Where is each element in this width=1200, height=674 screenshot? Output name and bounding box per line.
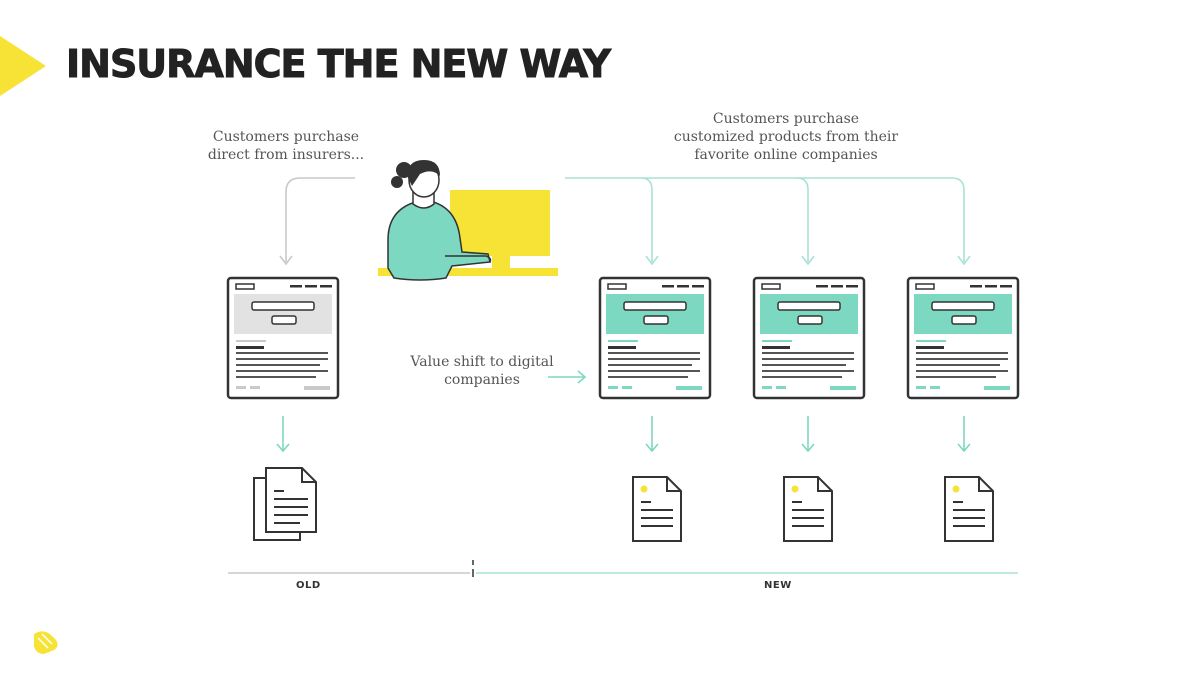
- down-arrows: [276, 416, 971, 453]
- caption-new-channel: Customers purchase customized products f…: [656, 110, 916, 164]
- old-flow-arrow: [279, 177, 355, 266]
- value-shift-arrow: [548, 370, 587, 384]
- caption-line: Customers purchase: [712, 111, 860, 127]
- caption-line: favorite online companies: [694, 147, 878, 163]
- caption-value-shift: Value shift to digital companies: [392, 353, 572, 389]
- caption-line: companies: [444, 372, 520, 388]
- caption-line: direct from insurers...: [207, 147, 365, 163]
- brand-logo-icon: [34, 631, 58, 654]
- person-at-computer-icon: [378, 160, 558, 281]
- caption-line: customized products from their: [673, 129, 899, 145]
- new-flow-arrows: [565, 177, 971, 266]
- caption-old-channel: Customers purchase direct from insurers.…: [196, 128, 376, 164]
- document-icon: [632, 476, 682, 542]
- caption-line: Customers purchase: [212, 129, 360, 145]
- timeline-old-label: OLD: [296, 580, 321, 591]
- page-title: INSURANCE THE NEW WAY: [65, 42, 611, 87]
- new-website-mockup: [906, 276, 1020, 400]
- document-stack-icon: [253, 467, 317, 541]
- play-triangle-icon: [0, 36, 46, 96]
- document-icon: [783, 476, 833, 542]
- timeline-new-label: NEW: [764, 580, 792, 591]
- new-website-mockup: [752, 276, 866, 400]
- timeline: [228, 560, 1018, 577]
- document-icon: [944, 476, 994, 542]
- caption-line: Value shift to digital: [410, 354, 554, 370]
- old-website-mockup: [226, 276, 340, 400]
- new-website-mockup: [598, 276, 712, 400]
